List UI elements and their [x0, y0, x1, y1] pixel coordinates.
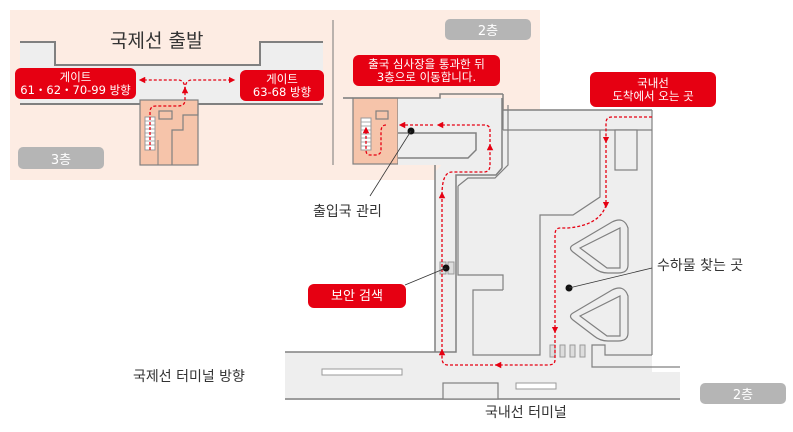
gate-right-badge: 게이트 63-68 방향 [240, 70, 324, 101]
after-emigration-line1: 출국 심사장을 통과한 뒤 [368, 56, 485, 71]
international-terminal-direction-label: 국제선 터미널 방향 [133, 369, 245, 385]
floor-2-inset-badge: 2층 [445, 19, 531, 40]
floor-2-main-badge: 2층 [700, 383, 786, 404]
domestic-arrival-line2: 도착에서 오는 곳 [612, 88, 694, 103]
gate-left-badge: 게이트 61・62・70-99 방향 [15, 68, 136, 99]
immigration-control-marker [369, 127, 415, 197]
domestic-terminal-label: 국내선 터미널 [485, 405, 567, 421]
gate-left-line1: 게이트 [59, 69, 92, 84]
after-emigration-badge: 출국 심사장을 통과한 뒤 3층으로 이동합니다. [353, 55, 500, 86]
page-title: 국제선 출발 [110, 30, 204, 52]
security-check-badge: 보안 검색 [308, 284, 406, 308]
domestic-arrival-line1: 국내선 [637, 75, 669, 90]
baggage-claim-label: 수하물 찾는 곳 [657, 258, 744, 274]
3f-route [138, 76, 236, 150]
2f-route [362, 116, 652, 369]
gate-left-line2: 61・62・70-99 방향 [20, 82, 131, 97]
security-check-marker [404, 264, 450, 286]
after-emigration-line2: 3층으로 이동합니다. [376, 69, 477, 84]
gate-right-line2: 63-68 방향 [252, 84, 312, 99]
2f-floorplan [285, 93, 680, 400]
domestic-arrival-badge: 국내선 도착에서 오는 곳 [590, 72, 716, 107]
immigration-control-label: 출입국 관리 [313, 204, 382, 220]
floor-3-badge: 3층 [18, 147, 104, 169]
gate-right-line1: 게이트 [266, 71, 298, 86]
baggage-claim-marker [565, 267, 653, 292]
2f-inset-floorplan [343, 97, 399, 165]
